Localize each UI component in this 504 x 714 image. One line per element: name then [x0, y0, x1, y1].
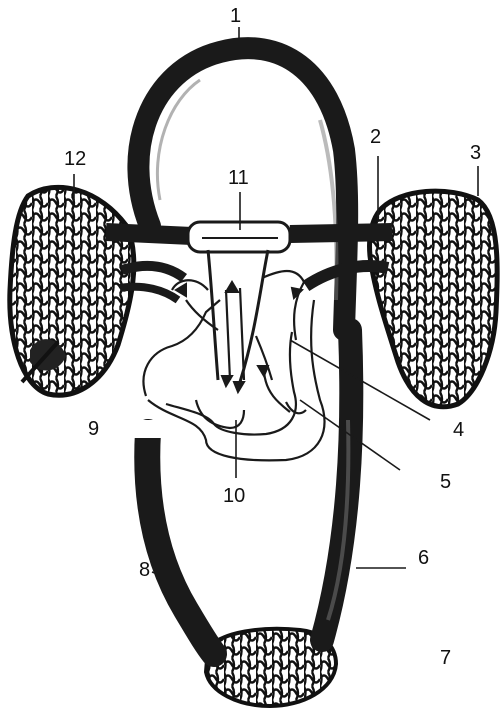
left-atrium	[172, 271, 304, 340]
label-1: 1	[230, 6, 241, 26]
flow-arrows	[176, 282, 302, 392]
left-lung-capillaries	[10, 187, 134, 395]
label-3: 3	[470, 143, 481, 163]
label-10: 10	[223, 486, 245, 506]
pulmonary-artery-left	[106, 232, 192, 236]
arrow-down-icon-2	[234, 382, 244, 392]
arrow-up-icon	[226, 282, 238, 292]
arrow-left-icon	[176, 284, 186, 296]
right-atrium	[144, 300, 220, 396]
septum	[226, 288, 244, 380]
pulmonary-trunk	[188, 222, 290, 382]
arrow-down-icon	[222, 376, 232, 386]
label-4: 4	[453, 420, 464, 440]
label-6: 6	[418, 548, 429, 568]
vena-cava	[147, 432, 214, 654]
aorta-arch	[138, 48, 347, 330]
label-5: 5	[440, 472, 451, 492]
label-12: 12	[64, 149, 86, 169]
label-8: 8	[139, 560, 150, 580]
pulmonary-artery-right	[290, 232, 392, 234]
label-2: 2	[370, 127, 381, 147]
label-9: 9	[88, 419, 99, 439]
arrow-down-icon-3	[258, 366, 268, 376]
left-ventricle	[264, 372, 306, 413]
label-11: 11	[228, 168, 249, 188]
label-7: 7	[440, 648, 451, 668]
